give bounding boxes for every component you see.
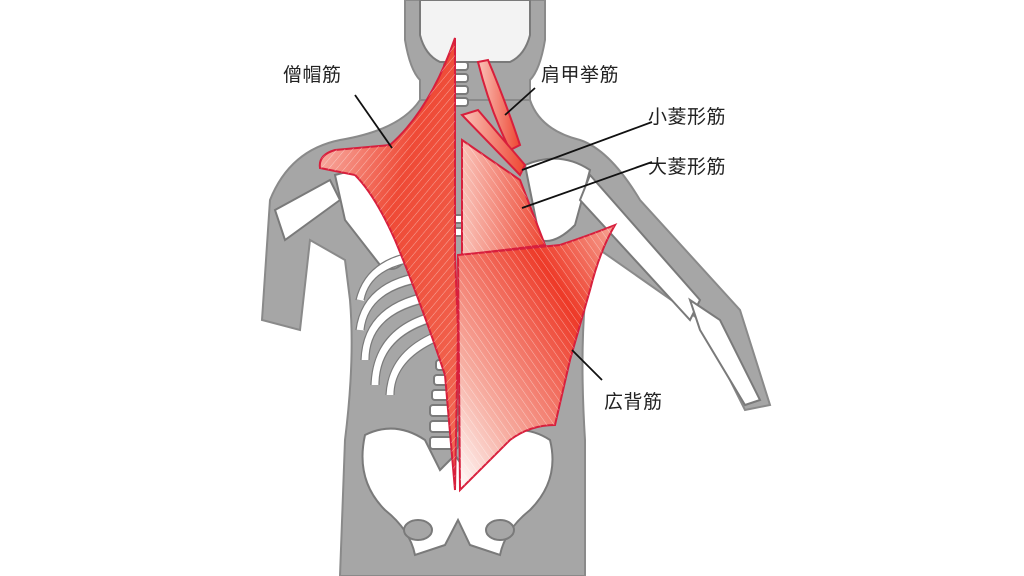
left-humerus <box>273 178 342 242</box>
obturator-right <box>485 519 515 541</box>
skeleton <box>273 0 762 557</box>
leader-levator-scapulae <box>504 87 536 116</box>
leader-lines <box>354 87 653 381</box>
leader-rhomboid-major <box>521 161 653 209</box>
right-forearm <box>688 297 762 407</box>
levator-scapulae <box>476 58 522 152</box>
leader-rhomboid-minor <box>521 121 653 171</box>
leader-trapezius <box>354 94 393 149</box>
skull <box>419 0 531 63</box>
right-humerus <box>578 173 702 322</box>
label-levator-scapulae: 肩甲挙筋 <box>541 64 620 86</box>
muscles <box>318 37 618 493</box>
obturator-left <box>403 519 433 541</box>
rhomboid-minor <box>460 108 527 177</box>
label-trapezius: 僧帽筋 <box>283 64 342 86</box>
label-rhomboid-major: 大菱形筋 <box>648 156 727 178</box>
label-latissimus-dorsi: 広背筋 <box>604 391 663 413</box>
leader-latissimus-dorsi <box>571 349 603 381</box>
label-rhomboid-minor: 小菱形筋 <box>648 106 727 128</box>
